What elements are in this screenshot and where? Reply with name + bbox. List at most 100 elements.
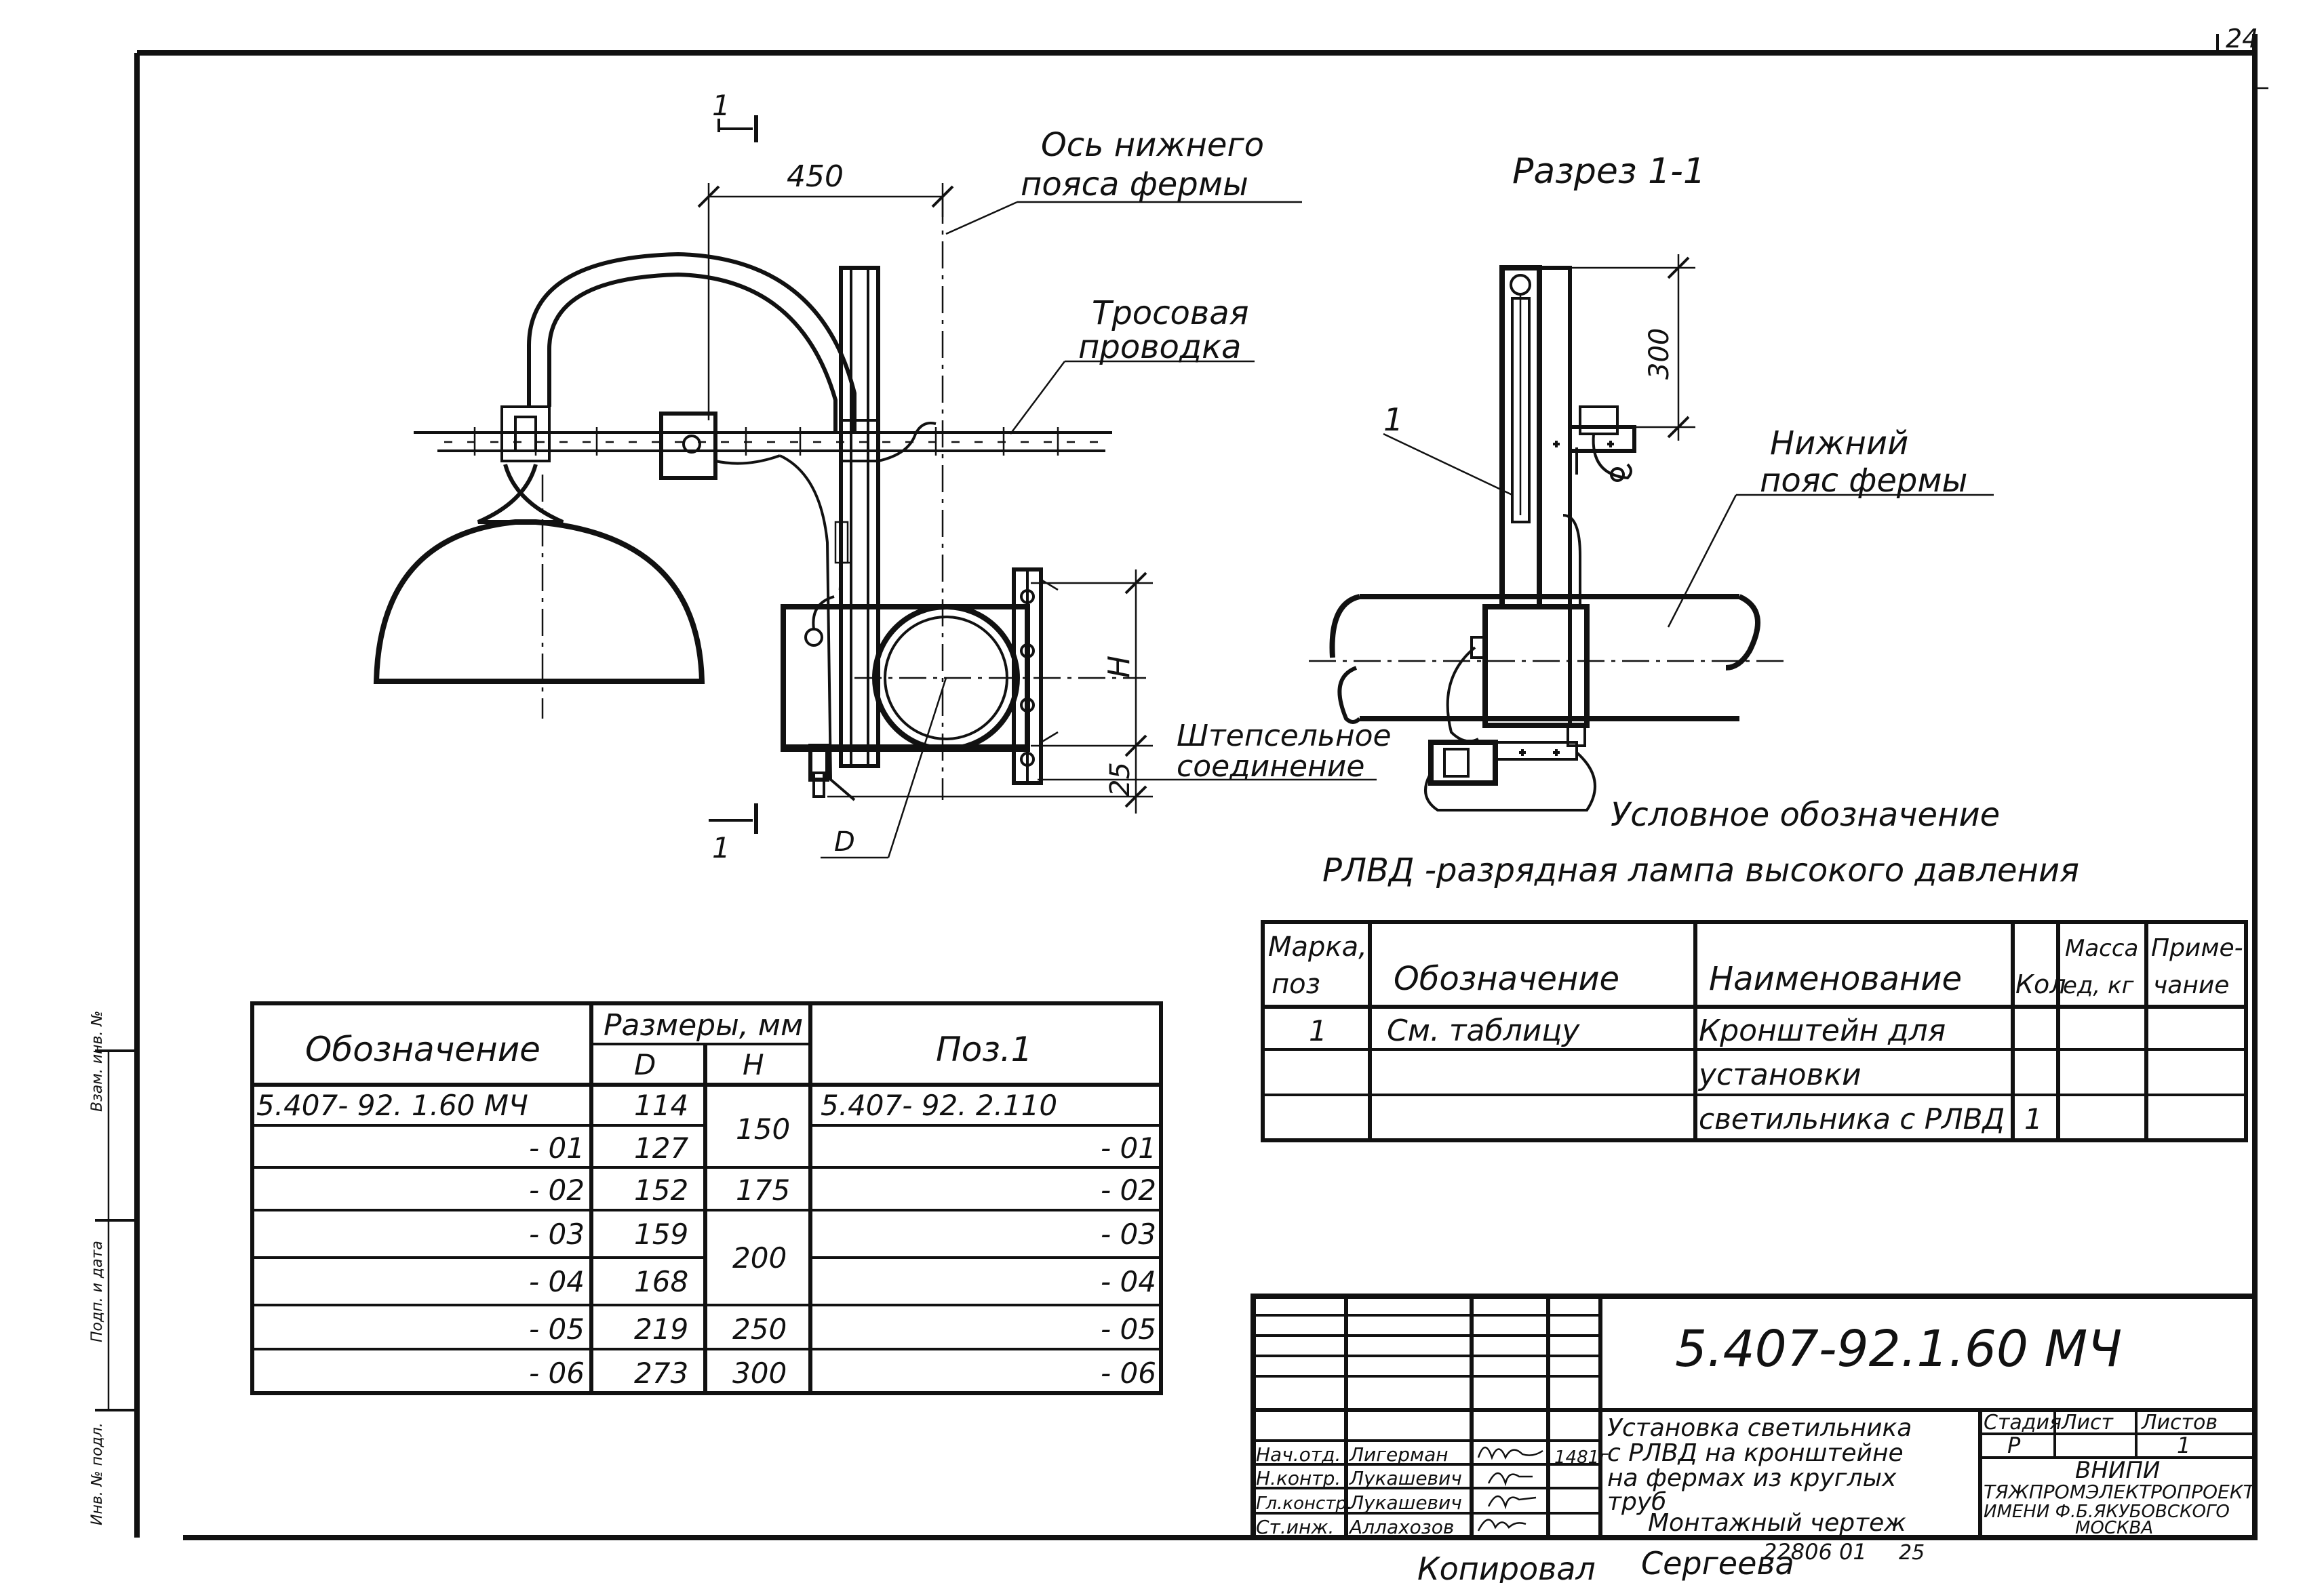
doc-title-line-4: труб — [1607, 1488, 1666, 1516]
legend-title: Условное обозначение — [1611, 796, 2000, 834]
spec-header-mark-2: поз — [1272, 969, 1320, 1000]
legend-text: РЛВД -разрядная лампа высокого давления — [1322, 851, 2079, 889]
size-row-5-pos: - 05 — [1101, 1313, 1156, 1346]
size-row-0-pos: 5.407- 92. 2.110 — [821, 1089, 1057, 1122]
side-stamp-inv-replace: Взам. инв. № — [89, 1011, 106, 1112]
stage-label: Стадия — [1984, 1411, 2062, 1435]
cable-label-line-2: проводка — [1078, 328, 1241, 366]
side-stamp-inv-original: Инв. № подл. — [89, 1422, 106, 1525]
size-row-3-pos: - 03 — [1101, 1218, 1156, 1251]
stage-value: Р — [2007, 1432, 2021, 1458]
size-h-175: 175 — [736, 1174, 790, 1207]
cable-label-line-1: Тросовая — [1092, 294, 1249, 332]
spec-header-note-2: чание — [2153, 971, 2229, 999]
dim-h: H — [1102, 656, 1137, 678]
section-view: Разрез 1-1 — [1309, 151, 1994, 811]
side-stamp-signature: Подп. и дата — [89, 1241, 106, 1342]
spec-row-designation: См. таблицу — [1387, 1014, 1580, 1048]
size-row-2-d: 152 — [634, 1174, 688, 1207]
spec-header-mass-1: Масса — [2065, 935, 2138, 962]
axis-label-line-1: Ось нижнего — [1041, 126, 1264, 164]
doc-drawing-type: Монтажный чертеж — [1648, 1509, 1906, 1537]
section-mark-top: 1 — [712, 89, 730, 122]
spec-header-designation: Обозначение — [1394, 960, 1619, 998]
sheets-value: 1 — [2177, 1432, 2190, 1458]
size-h-150: 150 — [736, 1113, 790, 1146]
size-row-3-d: 159 — [634, 1218, 688, 1251]
size-row-5-d: 219 — [634, 1313, 688, 1346]
axis-label-line-2: пояса фермы — [1021, 165, 1248, 203]
footer-inv: 22806 01 — [1763, 1539, 1867, 1565]
size-header-designation: Обозначение — [305, 1030, 540, 1069]
sheet-frame — [134, 34, 2268, 1540]
size-header-d: D — [634, 1048, 656, 1081]
size-header-pos: Поз.1 — [936, 1030, 1032, 1069]
dim-450: 450 — [787, 159, 844, 194]
size-row-6-des: - 06 — [529, 1357, 585, 1390]
signature-2 — [1487, 1495, 1537, 1510]
approval-date: 1481г — [1554, 1447, 1609, 1468]
name-1: Лукашевич — [1349, 1467, 1462, 1489]
size-row-6-d: 273 — [634, 1357, 688, 1390]
size-header-sizes: Размеры, мм — [604, 1008, 803, 1043]
signature-0 — [1477, 1446, 1543, 1460]
size-row-1-des: - 01 — [529, 1131, 585, 1165]
org-line-4: МОСКВА — [2075, 1518, 2153, 1538]
size-row-6-pos: - 06 — [1101, 1357, 1156, 1390]
spec-table: Марка, поз Обозначение Наименование Кол … — [1261, 920, 2248, 1142]
footer-copied-name: Сергеева — [1641, 1545, 1794, 1582]
size-row-1-pos: - 01 — [1101, 1131, 1156, 1165]
size-row-0-des: 5.407- 92. 1.60 МЧ — [256, 1089, 528, 1122]
corner-mark: 24 — [2226, 24, 2258, 54]
spec-row-name-1: Кронштейн для — [1699, 1014, 1946, 1048]
spec-row-name-2: установки — [1697, 1058, 1862, 1092]
size-table: Обозначение Размеры, мм D H Поз.1 5.407-… — [250, 1001, 1163, 1395]
name-0: Лигерман — [1349, 1443, 1449, 1466]
spec-header-qty: Кол — [2015, 969, 2066, 999]
doc-code: 5.407-92.1.60 МЧ — [1675, 1320, 2122, 1378]
section-pos-1: 1 — [1383, 401, 1403, 438]
role-2: Гл.констр. — [1256, 1494, 1352, 1514]
role-0: Нач.отд. — [1256, 1443, 1341, 1466]
size-row-4-des: - 04 — [529, 1265, 585, 1298]
signature-1 — [1487, 1472, 1533, 1487]
size-row-1-d: 127 — [634, 1131, 688, 1165]
name-2: Лукашевич — [1349, 1491, 1462, 1514]
plug-label-line-1: Штепсельное — [1177, 719, 1392, 753]
section-title: Разрез 1-1 — [1512, 151, 1706, 192]
org-line-3: ИМЕНИ Ф.Б.ЯКУБОВСКОГО — [1984, 1502, 2230, 1522]
size-row-4-pos: - 04 — [1101, 1265, 1156, 1298]
spec-row-name-3: светильника с РЛВД — [1699, 1102, 2005, 1136]
spec-header-note-1: Приме- — [2151, 934, 2243, 962]
section-mark-bottom: 1 — [712, 831, 730, 864]
size-h-200: 200 — [732, 1241, 787, 1275]
doc-title-line-1: Установка светильника — [1607, 1414, 1912, 1442]
sheet-label: Лист — [2061, 1411, 2114, 1435]
size-header-h: H — [743, 1048, 764, 1081]
spec-header-mass-2: ед, кг — [2063, 972, 2135, 999]
footer-copied-label: Копировал — [1417, 1550, 1596, 1583]
size-row-0-d: 114 — [634, 1089, 688, 1122]
doc-title-line-3: на фермах из круглых — [1607, 1464, 1897, 1492]
org-line-1: ВНИПИ — [2075, 1457, 2160, 1484]
signature-3 — [1477, 1519, 1527, 1531]
size-h-250: 250 — [732, 1313, 787, 1346]
name-3: Аллахозов — [1348, 1516, 1454, 1538]
main-view: 450 Ось нижнего пояса фермы Тросовая про… — [373, 89, 1392, 864]
chord-label-line-1: Нижний — [1770, 424, 1908, 462]
title-block: 5.407-92.1.60 МЧ Установка светильника с… — [1250, 1294, 2258, 1540]
plug-label-line-2: соединение — [1177, 749, 1364, 784]
size-row-4-d: 168 — [634, 1265, 688, 1298]
spec-row-qty: 1 — [2024, 1102, 2043, 1136]
role-3: Ст.инж. — [1256, 1516, 1334, 1538]
dim-300: 300 — [1644, 328, 1675, 380]
dim-d: D — [834, 826, 855, 858]
role-1: Н.контр. — [1256, 1467, 1341, 1489]
side-stamp: Взам. инв. № Подп. и дата Инв. № подл. — [89, 1011, 137, 1525]
size-row-2-pos: - 02 — [1101, 1174, 1156, 1207]
doc-title-line-2: с РЛВД на кронштейне — [1607, 1439, 1904, 1467]
size-row-3-des: - 03 — [529, 1218, 585, 1251]
size-row-2-des: - 02 — [529, 1174, 585, 1207]
spec-header-name: Наименование — [1709, 960, 1962, 998]
